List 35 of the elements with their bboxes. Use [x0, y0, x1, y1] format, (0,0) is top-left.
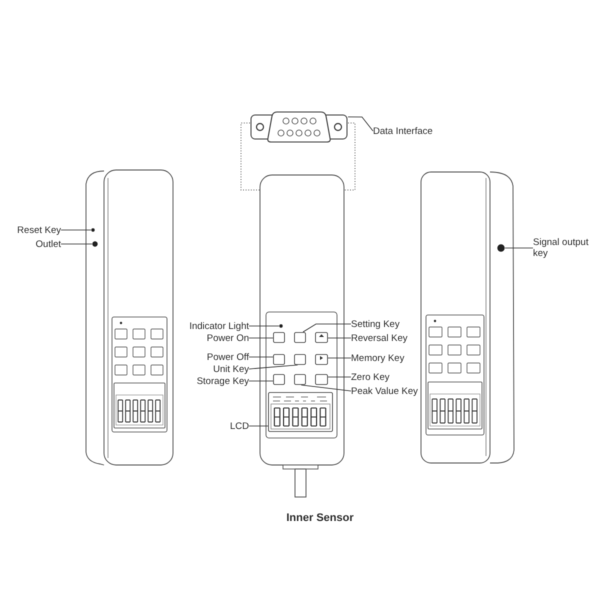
callout-label: Signal output key [533, 237, 595, 259]
callout-label: Indicator Light [189, 320, 249, 332]
callout-label: Power On [206, 332, 249, 344]
key [315, 374, 328, 385]
leader-line [300, 384, 352, 392]
callout-label: Storage Key [196, 376, 249, 386]
key [294, 354, 306, 365]
key [273, 332, 285, 343]
key [273, 354, 285, 365]
leader-line [248, 356, 274, 358]
callout-label: Unit Key [213, 364, 249, 374]
lcd-screen [268, 392, 333, 432]
callout-label: Reset Key [17, 224, 61, 236]
callout-label: Data Interface [373, 126, 433, 136]
callout-label: Reversal Key [351, 332, 408, 344]
leader-line [328, 376, 352, 378]
callout-label: Power Off [206, 352, 249, 362]
leader-line [248, 364, 298, 370]
right-arrow-key [315, 354, 328, 365]
key [294, 332, 306, 343]
callout-label: Peak Value Key [351, 386, 418, 396]
indicator-light [279, 324, 283, 328]
key [294, 374, 306, 385]
leader-line [348, 116, 374, 132]
part-label: Inner Sensor [286, 512, 354, 524]
leader-line [302, 324, 352, 332]
leader-line [248, 380, 274, 382]
serial-connector [250, 109, 348, 145]
callout-label: Setting Key [351, 318, 400, 330]
callout-label: LCD [230, 420, 249, 432]
callout-label: Outlet [36, 238, 61, 250]
key [273, 374, 285, 385]
callout-label: Zero Key [351, 372, 390, 382]
up-arrow-key [315, 332, 328, 343]
callout-label: Memory Key [351, 352, 404, 364]
